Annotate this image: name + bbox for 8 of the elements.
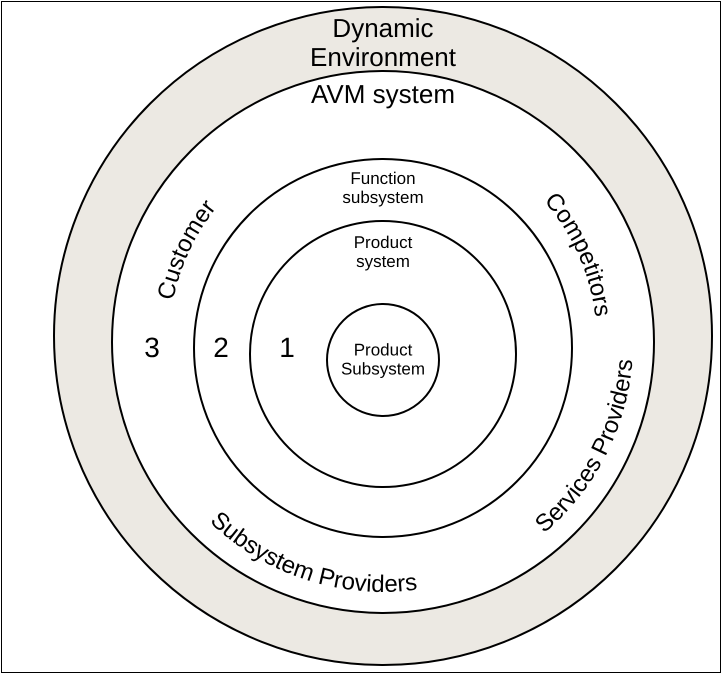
ring-title: Function subsystem [341,170,425,208]
ring-number: 3 [144,332,160,364]
ring-number: 1 [279,332,295,364]
ring-number: 2 [213,332,229,364]
ring-title: AVM system [310,80,456,109]
ring-title: Product Subsystem [340,341,426,379]
ring-title: Product system [352,234,414,272]
ring-title: Dynamic Environment [309,14,457,72]
